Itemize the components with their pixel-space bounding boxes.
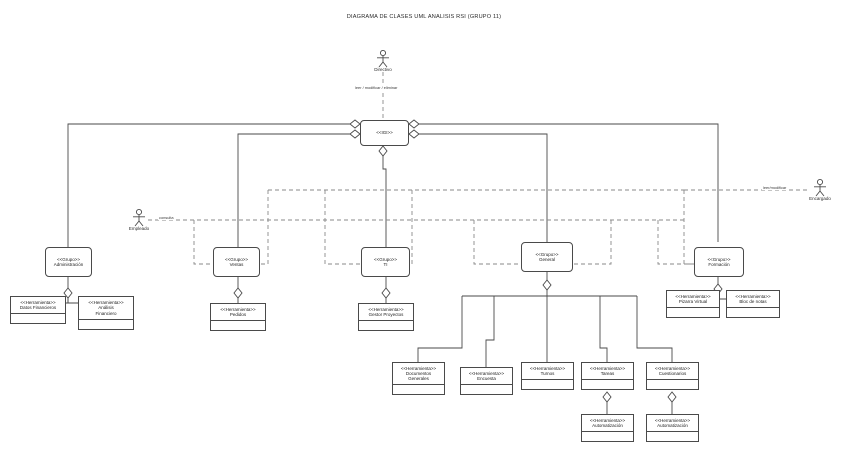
class-stereotype: <<Grupo>> bbox=[707, 256, 731, 262]
class-name: Tareas bbox=[600, 371, 615, 376]
class-stereotype: <<IGI>> bbox=[376, 130, 393, 136]
class-name: TI bbox=[383, 262, 388, 267]
actor-label-encargado: Encargado bbox=[809, 195, 831, 201]
class-node-ti[interactable]: <<Grupo>> TI bbox=[361, 247, 410, 277]
class-stereotype: <<Herramienta>> bbox=[368, 306, 404, 312]
class-stereotype: <<Herramienta>> bbox=[88, 300, 124, 306]
actor-glyph-directivo bbox=[377, 49, 389, 68]
class-name: Pedidos bbox=[229, 312, 247, 317]
class-name: Análisis Financiero bbox=[95, 305, 117, 316]
class-stereotype: <<Herramienta>> bbox=[735, 293, 771, 299]
edge-label-empleado: consulta bbox=[158, 215, 175, 220]
class-stereotype: <<Grupo>> bbox=[535, 251, 559, 257]
class-name: Pizarra Virtual bbox=[678, 299, 708, 304]
class-stereotype: <<Herramienta>> bbox=[20, 299, 56, 305]
class-stereotype: <<Herramienta>> bbox=[654, 365, 691, 371]
edge-label-encargado: leer/modificar bbox=[762, 185, 788, 190]
class-node-automatizacion-tareas[interactable]: <<Herramienta>> Automatización bbox=[581, 414, 634, 442]
actor-label-empleado: Empleado bbox=[128, 225, 150, 231]
class-name: Administración bbox=[53, 262, 84, 267]
class-name: Datos Financieros bbox=[19, 305, 57, 310]
page-title: DIAGRAMA DE CLASES UML ANALISIS RSI (GRU… bbox=[346, 14, 502, 20]
class-node-administracion[interactable]: <<Grupo>> Administración bbox=[45, 247, 92, 277]
class-stereotype: <<Herramienta>> bbox=[654, 417, 691, 423]
class-node-gestor-proyectos[interactable]: <<Herramienta>> Gestor Proyectos bbox=[358, 303, 414, 331]
class-node-pizarra-virtual[interactable]: <<Herramienta>> Pizarra Virtual bbox=[666, 290, 720, 318]
class-stereotype: <<Herramienta>> bbox=[400, 365, 437, 371]
class-name: Cuestionarios bbox=[658, 371, 687, 376]
class-stereotype: <<Grupo>> bbox=[373, 256, 398, 262]
edge-label-directivo: leer / modificar / eliminar bbox=[354, 85, 399, 90]
class-node-turnos[interactable]: <<Herramienta>> Turnos bbox=[521, 362, 574, 390]
class-stereotype: <<Grupo>> bbox=[56, 256, 81, 262]
class-node-general[interactable]: <<Grupo>> General bbox=[521, 242, 573, 272]
class-name: Encuesta bbox=[477, 376, 496, 381]
class-node-pedidos[interactable]: <<Herramienta>> Pedidos bbox=[210, 303, 266, 331]
actor-glyph-empleado bbox=[133, 208, 145, 227]
class-name: Turnos bbox=[540, 371, 555, 376]
actor-directivo[interactable]: Directivo bbox=[370, 66, 396, 72]
class-name: Automatización bbox=[657, 423, 688, 428]
class-name: Ventas bbox=[229, 262, 244, 267]
class-node-formacion[interactable]: <<Grupo>> Formación bbox=[694, 247, 744, 277]
class-stereotype: <<Herramienta>> bbox=[675, 293, 711, 299]
class-node-tareas[interactable]: <<Herramienta>> Tareas bbox=[581, 362, 634, 390]
class-node-automatizacion-cuestionarios[interactable]: <<Herramienta>> Automatización bbox=[646, 414, 699, 442]
class-stereotype: <<Herramienta>> bbox=[589, 417, 626, 423]
class-stereotype: <<Herramienta>> bbox=[220, 306, 256, 312]
class-name: Gestor Proyectos bbox=[368, 312, 404, 317]
class-stereotype: <<Grupo>> bbox=[224, 256, 249, 262]
class-node-encuesta[interactable]: <<Herramienta>> Encuesta bbox=[460, 367, 513, 395]
class-name: Bloc de notas bbox=[739, 299, 767, 304]
class-node-documentos-generales[interactable]: <<Herramienta>> Documentos Generales bbox=[392, 362, 445, 395]
actor-empleado[interactable]: Empleado bbox=[126, 225, 152, 231]
class-node-analisis-financiero[interactable]: <<Herramienta>> Análisis Financiero bbox=[78, 296, 134, 330]
class-name: General bbox=[538, 257, 555, 262]
class-node-bloc-de-notas[interactable]: <<Herramienta>> Bloc de notas bbox=[726, 290, 780, 318]
class-node-ventas[interactable]: <<Grupo>> Ventas bbox=[213, 247, 260, 277]
class-name: Documentos Generales bbox=[405, 370, 432, 382]
actor-glyph-encargado bbox=[814, 178, 826, 197]
class-node-cuestionarios[interactable]: <<Herramienta>> Cuestionarios bbox=[646, 362, 699, 390]
class-stereotype: <<Herramienta>> bbox=[468, 370, 505, 376]
actor-encargado[interactable]: Encargado bbox=[807, 195, 833, 201]
class-node-datos-financieros[interactable]: <<Herramienta>> Datos Financieros bbox=[10, 296, 66, 324]
class-stereotype: <<Herramienta>> bbox=[529, 365, 566, 371]
class-stereotype: <<Herramienta>> bbox=[589, 365, 626, 371]
class-name: Automatización bbox=[592, 423, 623, 428]
class-name: Formación bbox=[708, 262, 730, 267]
actor-label-directivo: Directivo bbox=[374, 66, 392, 72]
class-node-root[interactable]: <<IGI>> bbox=[360, 120, 409, 146]
